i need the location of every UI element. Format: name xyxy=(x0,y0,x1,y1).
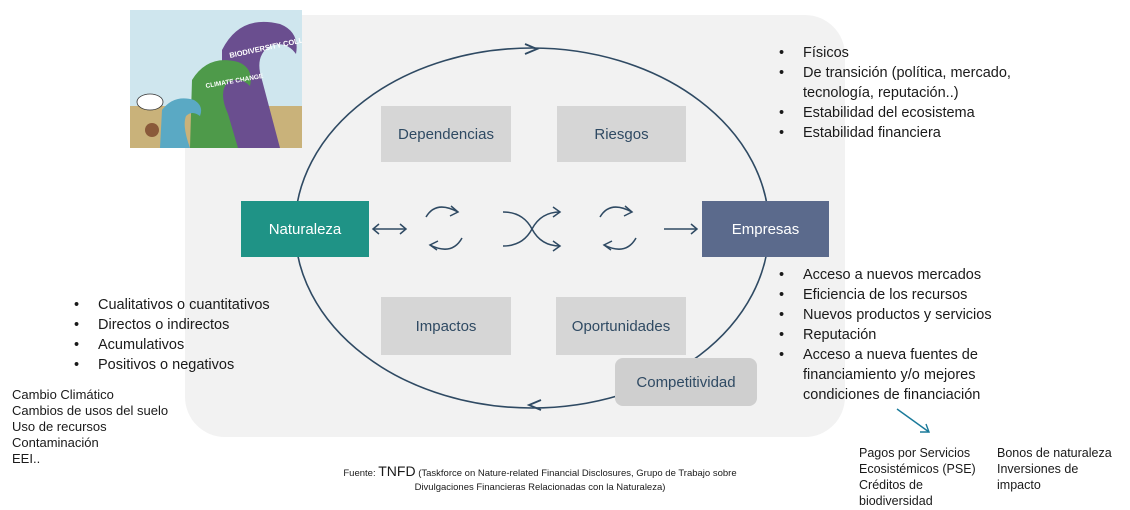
double-arrow-icon xyxy=(371,223,408,235)
node-competitividad: Competitividad xyxy=(615,358,757,406)
list-item: Reputación xyxy=(775,325,1055,345)
financing-line: biodiversidad xyxy=(859,494,933,508)
source-prefix: Fuente: xyxy=(343,468,379,479)
financing-line: Pagos por Servicios xyxy=(859,446,971,460)
list-item: Estabilidad del ecosistema xyxy=(775,103,1075,123)
list-item: Nuevos productos y servicios xyxy=(775,305,1055,325)
driver-item: EEI.. xyxy=(12,451,41,466)
financing-col-1: Pagos por Servicios Ecosistémicos (PSE) … xyxy=(859,445,994,509)
node-oportunidades: Oportunidades xyxy=(556,297,686,355)
list-item: Acceso a nueva fuentes de financiamiento… xyxy=(775,345,1055,405)
driver-item: Uso de recursos xyxy=(12,419,107,434)
list-item: Eficiencia de los recursos xyxy=(775,285,1055,305)
cycle-arrowhead-top xyxy=(524,43,540,55)
source-line-1: (Taskforce on Nature-related Financial D… xyxy=(415,468,737,479)
financing-line: Ecosistémicos (PSE) xyxy=(859,462,976,476)
driver-item: Cambios de usos del suelo xyxy=(12,403,169,418)
list-item: Directos o indirectos xyxy=(70,315,330,335)
driver-item: Cambio Climático xyxy=(12,387,114,402)
list-item: Acumulativos xyxy=(70,335,330,355)
cycle-icon-right xyxy=(599,205,637,251)
financing-line: Créditos de xyxy=(859,478,923,492)
node-dependencias: Dependencias xyxy=(381,106,511,162)
arrow-right-icon xyxy=(664,223,699,235)
list-item: Acceso a nuevos mercados xyxy=(775,265,1055,285)
node-impactos: Impactos xyxy=(381,297,511,355)
financing-line: Bonos de naturaleza xyxy=(997,446,1112,460)
list-item: Positivos o negativos xyxy=(70,355,330,375)
node-empresas: Empresas xyxy=(702,201,829,257)
oportunidades-list: Acceso a nuevos mercados Eficiencia de l… xyxy=(775,265,1055,405)
source-line-2: Divulgaciones Financieras Relacionadas c… xyxy=(414,482,666,493)
cartoon-waves-image: BIODIVERSITY COLLAPSE CLIMATE CHANGE xyxy=(130,10,302,148)
cycle-arrowhead-bottom xyxy=(526,399,542,411)
driver-item: Contaminación xyxy=(12,435,99,450)
financing-col-2: Bonos de naturaleza Inversiones de impac… xyxy=(997,445,1130,493)
node-riesgos: Riesgos xyxy=(557,106,686,162)
financing-line: Inversiones de xyxy=(997,462,1079,476)
impactos-list: Cualitativos o cuantitativos Directos o … xyxy=(70,295,330,375)
source-caption: Fuente: TNFD (Taskforce on Nature-relate… xyxy=(270,464,810,495)
riesgos-list: Físicos De transición (política, mercado… xyxy=(775,43,1075,143)
arrow-down-right-icon xyxy=(896,408,931,433)
list-item: Estabilidad financiera xyxy=(775,123,1075,143)
financing-line: impacto xyxy=(997,478,1041,492)
cycle-icon-left xyxy=(425,205,463,251)
list-item: De transición (política, mercado, tecnol… xyxy=(775,63,1075,103)
list-item: Físicos xyxy=(775,43,1075,63)
drivers-list: Cambio Climático Cambios de usos del sue… xyxy=(12,387,202,467)
source-name: TNFD xyxy=(378,463,416,479)
list-item: Cualitativos o cuantitativos xyxy=(70,295,330,315)
node-naturaleza: Naturaleza xyxy=(241,201,369,257)
shuffle-icon xyxy=(502,206,562,252)
